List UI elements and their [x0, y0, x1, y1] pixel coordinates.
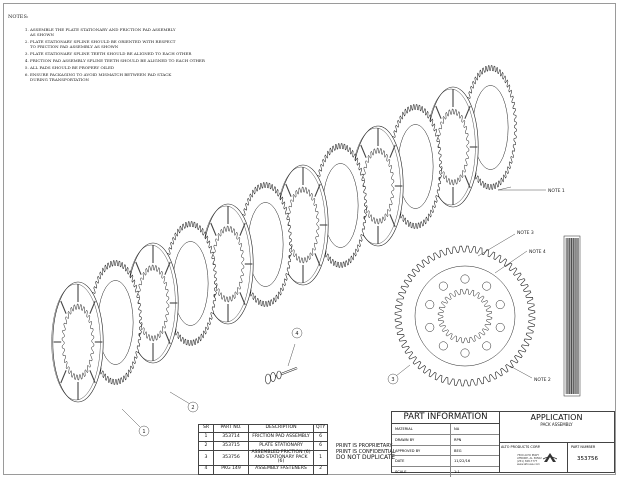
tb-row-approved-by: APPROVED BY BEG	[392, 445, 499, 457]
disc-stack	[51, 65, 517, 403]
notes-heading: NOTES:	[8, 14, 29, 20]
side-view-stack	[563, 235, 581, 397]
tb-label: MATERIAL	[395, 427, 413, 431]
note-item: ENSURE PACKAGING TO AVOID MISMATCH BETWE…	[30, 72, 238, 82]
bom-cell: 6	[312, 432, 329, 442]
application-panel: APPLICATION PACK ASSEMBLY ALTO PRODUCTS …	[499, 412, 614, 473]
notes-block: NOTES: ASSEMBLE THE PLATE STATIONARY AND…	[8, 14, 238, 84]
tb-label: APPROVED BY	[395, 448, 421, 453]
front-view-inner-spline	[437, 288, 493, 344]
bom-cell: 4	[198, 464, 214, 475]
bom-row: 3 353756 ASSEMBLED FRICTION (6) AND STAT…	[198, 450, 329, 466]
part-number-value: 353756	[577, 456, 598, 462]
bolt-hole	[482, 281, 492, 291]
note-item: PLATE STATIONARY SPLINE SHOULD BE ORIENT…	[30, 39, 238, 49]
note-item: FRICTION PAD ASSEMBLY SPLINE TEETH SHOUL…	[30, 58, 238, 63]
bom-header-desc: DESCRIPTION	[248, 424, 314, 433]
bom-header-qty: QTY	[312, 424, 329, 433]
bom-cell: ASSEMBLED FRICTION (6) AND STATIONARY PA…	[248, 450, 314, 466]
confidential-line: PRINT IS CONFIDENTIAL	[336, 449, 396, 455]
tb-row-drawn-by: DRAWN BY RPN	[392, 434, 499, 446]
bom-cell: 353714	[213, 432, 249, 442]
company-name: ALTO PRODUCTS CORP.	[501, 445, 541, 449]
sheet-border	[3, 3, 616, 475]
tb-value: NA	[454, 427, 460, 431]
tb-value: RPN	[454, 437, 462, 442]
bom-row: 4 PKG 149 ASSEMBLY FASTENERS 2	[198, 464, 329, 475]
bolt-hole	[460, 348, 470, 358]
front-view-inner-ring	[414, 265, 516, 367]
application-title: APPLICATION	[530, 413, 583, 422]
note-item: ASSEMBLE THE PLATE STATIONARY AND FRICTI…	[30, 27, 238, 37]
bom-row: 2 353715 PLATE STATIONARY 6	[198, 441, 329, 451]
bolt-hole	[425, 300, 435, 310]
bolt-hole	[495, 322, 505, 332]
bom-cell: FRICTION PAD ASSEMBLY	[248, 432, 314, 442]
balloon-1: 1	[142, 429, 145, 435]
note-1-label: NOTE 1	[548, 188, 565, 194]
company-logo-icon	[543, 453, 557, 462]
bill-of-materials: SR PART NO. DESCRIPTION QTY 1 353714 FRI…	[198, 424, 329, 475]
bom-header-row: SR PART NO. DESCRIPTION QTY	[198, 424, 329, 433]
bolt-hole	[495, 300, 505, 310]
note-3-label: NOTE 3	[517, 230, 534, 236]
bolt-hole	[460, 274, 470, 284]
note-item: ALL PADS SHOULD BE PROPERY OILED	[30, 65, 238, 70]
tb-label: SCALE	[395, 470, 407, 475]
tb-value: BEG	[454, 448, 462, 453]
bom-cell: 353756	[213, 450, 249, 466]
balloon-2: 2	[191, 405, 194, 411]
bom-row: 1 353714 FRICTION PAD ASSEMBLY 6	[198, 432, 329, 442]
tb-value: 1:1	[454, 470, 460, 475]
proprietary-line: PRINT IS PROPRIETARY	[336, 443, 393, 449]
tb-label: DRAWN BY	[395, 437, 415, 442]
tb-row-material: MATERIAL NA	[392, 424, 499, 435]
do-not-duplicate-line: DO NOT DUPLICATE	[336, 454, 396, 461]
bom-cell: 3	[198, 450, 214, 466]
callout-leaders	[121, 186, 546, 428]
proprietary-notice: PRINT IS PROPRIETARY PRINT IS CONFIDENTI…	[336, 443, 396, 461]
notes-list: ASSEMBLE THE PLATE STATIONARY AND FRICTI…	[8, 27, 238, 82]
bom-cell: PKG 149	[213, 464, 249, 475]
bom-cell: 2	[198, 441, 214, 451]
bolt-hole	[482, 341, 492, 351]
tb-label: DATE	[395, 459, 405, 464]
tb-row-date: DATE 11/22/16	[392, 456, 499, 468]
bom-cell: 6	[312, 441, 329, 451]
note-2-label: NOTE 2	[534, 377, 551, 383]
note-4-label: NOTE 4	[529, 249, 546, 255]
friction-pad-disc	[51, 281, 104, 403]
front-view-disc	[394, 245, 536, 387]
note-item: PLATE STATIONARY SPLINE TEETH SHOULD BE …	[30, 51, 238, 56]
bom-cell: 353715	[213, 441, 249, 451]
tb-row-scale: SCALE 1:1	[392, 467, 499, 477]
part-number-label: PART NUMBER	[571, 445, 596, 449]
fastener-bolt	[265, 343, 298, 385]
balloon-3: 3	[391, 377, 394, 383]
bom-cell: ASSEMBLY FASTENERS	[248, 464, 314, 475]
part-balloons: 1 2 3 4	[138, 327, 399, 437]
balloon-4: 4	[295, 331, 298, 337]
bom-cell: 1	[312, 450, 329, 466]
bolt-hole	[438, 341, 448, 351]
tb-value: 11/22/16	[454, 459, 471, 464]
bom-cell: 2	[312, 464, 329, 475]
bolt-hole	[438, 281, 448, 291]
company-panel: ALTO PRODUCTS CORP. 7500 ALTO PKWY ATMOR…	[499, 442, 614, 473]
bom-cell: 1	[198, 432, 214, 442]
company-address: 7500 ALTO PKWY ATMORE, AL 36502 (251) 36…	[517, 454, 542, 466]
part-information-heading: PART INFORMATION	[392, 412, 499, 424]
bom-header-sr: SR	[198, 424, 214, 433]
front-view-bolt-holes	[425, 274, 505, 358]
bolt-hole	[425, 322, 435, 332]
application-subtitle: PACK ASSEMBLY	[540, 422, 573, 427]
bom-header-part: PART NO.	[213, 424, 249, 433]
